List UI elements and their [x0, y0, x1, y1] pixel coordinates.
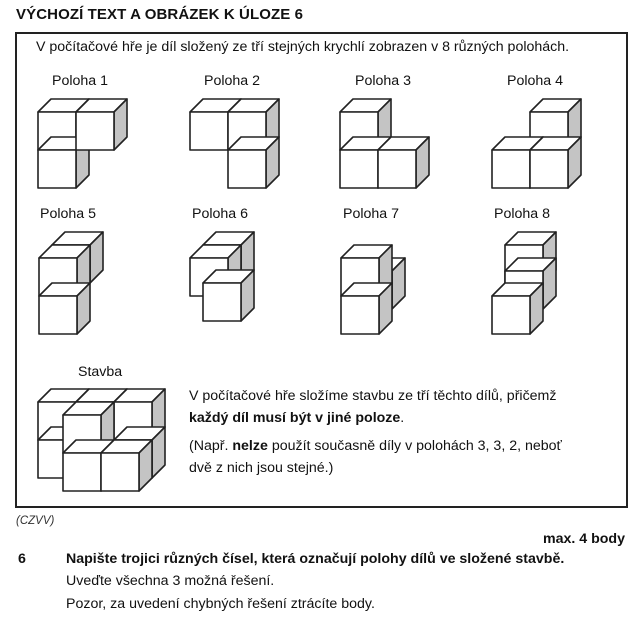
position-4-figure [491, 98, 582, 189]
stavba-paragraph: V počítačové hře složíme stavbu ze tří t… [189, 385, 619, 429]
stavba-paragraph-line1: V počítačové hře složíme stavbu ze tří t… [189, 388, 557, 404]
position-8-figure [491, 231, 557, 335]
position-label-8: Poloha 8 [494, 206, 551, 222]
position-1-figure [37, 98, 128, 189]
stavba-paragraph-line2: každý díl musí být v jiné poloze. [189, 407, 619, 429]
task-frame [15, 32, 628, 508]
question-number: 6 [18, 551, 26, 567]
question-text: Napište trojici různých čísel, která ozn… [66, 551, 565, 567]
source-note: (CZVV) [16, 515, 55, 527]
stavba-rule-end: . [400, 410, 405, 426]
cube [100, 439, 153, 492]
cube [202, 269, 255, 322]
example-line2: dvě z nich jsou stejné.) [189, 460, 334, 476]
position-label-1: Poloha 1 [52, 73, 109, 89]
position-label-7: Poloha 7 [343, 206, 400, 222]
example-prefix: (Např. [189, 438, 229, 454]
section-heading: VÝCHOZÍ TEXT A OBRÁZEK K ÚLOZE 6 [16, 6, 304, 23]
position-label-4: Poloha 4 [507, 73, 564, 89]
question-warning: Pozor, za uvedení chybných řešení ztrácí… [66, 596, 375, 612]
example-paragraph: (Např. nelze použít současně díly v polo… [189, 435, 619, 479]
position-label-3: Poloha 3 [355, 73, 412, 89]
position-label-2: Poloha 2 [204, 73, 261, 89]
example-suffix: použít současně díly v polohách 3, 3, 2,… [271, 438, 562, 454]
example-line1: (Např. nelze použít současně díly v polo… [189, 435, 619, 457]
intro-text: V počítačové hře je díl složený ze tří s… [36, 39, 570, 55]
position-3-figure [339, 98, 430, 189]
cube [529, 136, 582, 189]
stavba-label: Stavba [78, 364, 123, 380]
cube [340, 282, 393, 335]
stavba-rule-bold: každý díl musí být v jiné poloze [189, 410, 401, 426]
cube [491, 282, 544, 335]
position-6-figure [189, 231, 255, 322]
cube [377, 136, 430, 189]
cube [227, 136, 280, 189]
position-2-figure [189, 98, 280, 189]
example-bold: nelze [232, 438, 268, 454]
question-instruction: Uveďte všechna 3 možná řešení. [66, 573, 275, 589]
position-7-figure [340, 244, 406, 335]
stavba-figure [37, 388, 166, 492]
position-5-figure [38, 231, 104, 335]
position-label-5: Poloha 5 [40, 206, 97, 222]
cube [75, 98, 128, 151]
cube [38, 282, 91, 335]
position-label-6: Poloha 6 [192, 206, 249, 222]
max-points: max. 4 body [542, 531, 625, 547]
